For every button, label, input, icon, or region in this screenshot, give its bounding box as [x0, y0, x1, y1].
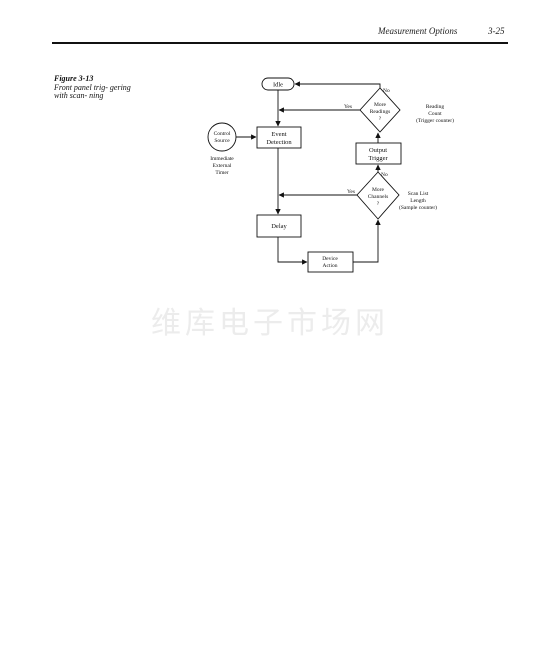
- no-label-readings: No: [383, 88, 390, 94]
- output-trigger-line-1: Output: [369, 147, 387, 154]
- delay-box: [256, 214, 302, 238]
- device-action-box: [307, 251, 354, 273]
- reading-count-line-2: Count: [428, 111, 442, 117]
- page-number: 3-25: [488, 26, 505, 36]
- reading-count-line-1: Reading: [426, 104, 445, 110]
- control-mode-immediate: Immediate: [210, 156, 234, 162]
- event-detection-line-1: Event: [271, 131, 286, 138]
- header-rule: [52, 42, 508, 44]
- output-trigger-box: [355, 142, 402, 165]
- scan-list-line-1: Scan List: [408, 191, 429, 197]
- control-source-line-1: Control: [214, 131, 231, 137]
- figure-caption-text: Front panel trig- gering with scan- ning: [54, 82, 131, 100]
- arrow-device-to-channels: [353, 219, 381, 263]
- control-source-line-2: Source: [214, 138, 230, 144]
- output-trigger-line-2: Trigger: [368, 155, 388, 162]
- control-source-node: [207, 122, 237, 152]
- reading-count-line-3: (Trigger counter): [416, 117, 454, 124]
- device-action-line-1: Device: [322, 256, 338, 262]
- more-readings-line-1: More: [374, 102, 386, 108]
- device-action-line-2: Action: [323, 263, 338, 269]
- event-detection-box: [256, 126, 302, 149]
- delay-label: Delay: [271, 223, 287, 230]
- yes-label-channels: Yes: [347, 189, 355, 195]
- idle-label: Idle: [273, 82, 283, 89]
- more-readings-line-2: Readings: [370, 109, 390, 115]
- no-label-channels: No: [381, 172, 388, 178]
- arrow-no-to-idle: [294, 81, 381, 88]
- figure-number: Figure 3-13: [54, 74, 94, 83]
- more-channels-line-2: Channels: [368, 194, 388, 200]
- arrow-delay-to-device: [277, 237, 308, 265]
- more-channels-line-1: More: [372, 187, 384, 193]
- event-detection-line-2: Detection: [266, 139, 292, 146]
- scan-list-line-3: (Sample counter): [399, 204, 437, 211]
- control-mode-external: External: [213, 163, 232, 169]
- more-channels-decision: [356, 171, 400, 220]
- section-title: Measurement Options: [378, 26, 458, 36]
- watermark: 维库电子市场网: [151, 306, 389, 341]
- figure-caption: Figure 3-13 Front panel trig- gering wit…: [54, 74, 144, 101]
- more-channels-line-3: ?: [377, 201, 380, 207]
- yes-label-readings: Yes: [344, 104, 352, 110]
- more-readings-line-3: ?: [379, 116, 382, 122]
- more-readings-decision: [359, 87, 401, 133]
- control-mode-timer: Timer: [215, 170, 228, 176]
- scan-list-line-2: Length: [410, 198, 426, 204]
